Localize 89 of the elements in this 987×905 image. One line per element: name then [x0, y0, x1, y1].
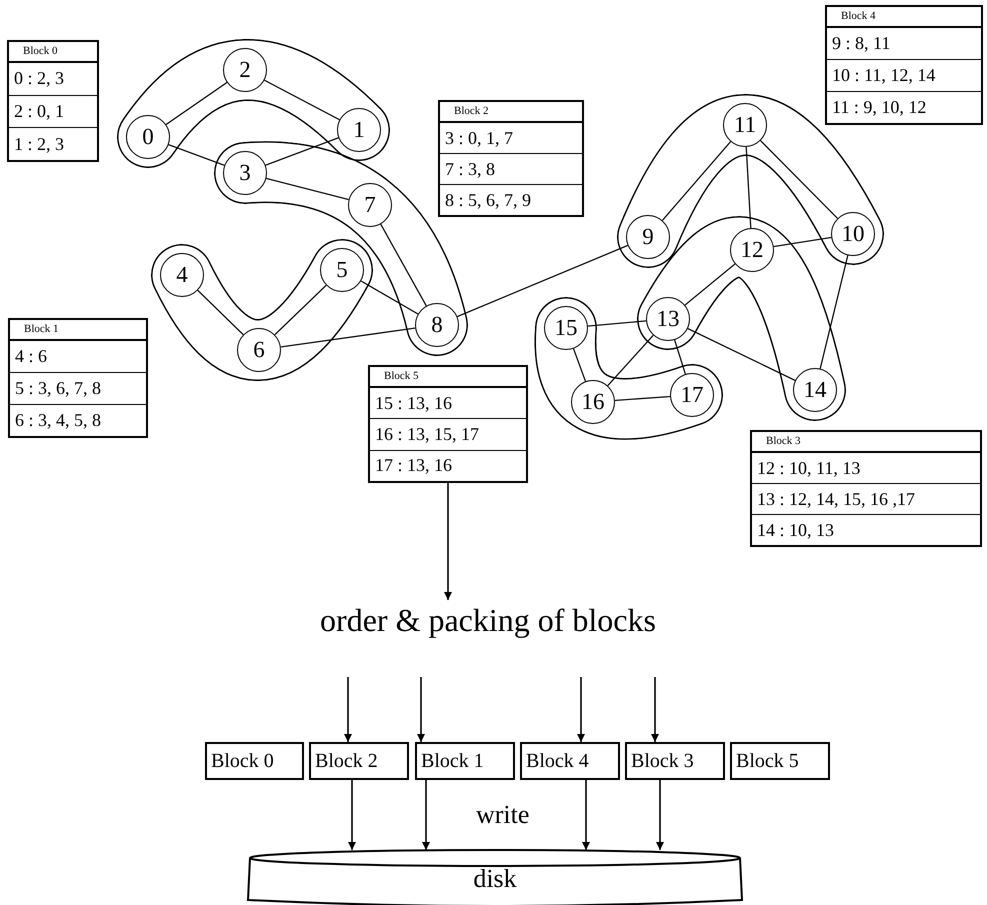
graph-vertex: 12 [730, 228, 774, 272]
graph-vertex: 15 [544, 306, 588, 350]
block-box: Block 4 [520, 742, 620, 780]
graph-vertex: 13 [646, 297, 690, 341]
arrow [444, 483, 452, 600]
graph-edge [684, 264, 736, 306]
adjacency-table [825, 5, 983, 125]
adjacency-row: 13 : 12, 14, 15, 16 ,17 [752, 483, 980, 514]
graph-edge [457, 244, 628, 318]
table-title: Block 2 [440, 102, 582, 123]
adjacency-table [7, 40, 99, 162]
adjacency-row: 10 : 11, 12, 14 [827, 59, 981, 91]
graph-edge [360, 280, 418, 314]
graph-edge [607, 334, 654, 386]
graph-vertex: 7 [348, 183, 392, 227]
graph-vertex: 14 [793, 368, 837, 412]
graph-edge [688, 328, 796, 381]
graph-edge [674, 340, 686, 374]
arrow [417, 677, 425, 742]
adjacency-row: 16 : 13, 15, 17 [370, 418, 526, 450]
disk-label: disk [473, 864, 517, 895]
graph-edge [265, 137, 339, 166]
graph-edge [266, 178, 349, 200]
graph-edge [264, 80, 340, 120]
adjacency-table [438, 100, 584, 217]
arrow [348, 780, 356, 850]
adjacency-row: 7 : 3, 8 [440, 153, 582, 184]
graph-vertex: 16 [571, 380, 615, 424]
adjacency-row: 6 : 3, 4, 5, 8 [10, 404, 146, 436]
arrow [344, 677, 352, 742]
graph-edge [760, 140, 838, 219]
adjacency-table [368, 365, 528, 483]
adjacency-row: 2 : 0, 1 [9, 94, 97, 128]
graph-edge [166, 82, 228, 125]
adjacency-table [750, 430, 982, 547]
table-title: Block 4 [827, 7, 981, 28]
block-box: Block 5 [730, 742, 830, 780]
graph-edge [588, 320, 646, 327]
graph-vertex: 6 [237, 328, 281, 372]
arrow [577, 677, 585, 742]
adjacency-row-text: 15 : 13, 16 [374, 392, 454, 415]
table-title: Block 3 [752, 432, 980, 453]
block-box: Block 1 [415, 742, 515, 780]
arrow [582, 780, 590, 850]
adjacency-row-text: 0 : 2, 3 [13, 67, 66, 90]
adjacency-row-text: 4 : 6 [14, 345, 48, 368]
adjacency-row-text: 9 : 8, 11 [831, 32, 892, 55]
adjacency-row-text: 12 : 10, 11, 13 [756, 456, 862, 480]
graph-edge [168, 144, 225, 166]
graph-vertex: 1 [337, 108, 381, 152]
graph-vertex: 0 [126, 115, 170, 159]
process-text: order & packing of blocks [300, 600, 676, 640]
arrow [422, 780, 430, 850]
block-box: Block 0 [205, 742, 304, 780]
graph-vertex: 5 [320, 248, 364, 292]
graph-vertex: 17 [670, 373, 714, 417]
table-title: Block 5 [370, 367, 526, 388]
graph-edge [380, 224, 427, 306]
adjacency-row: 8 : 5, 6, 7, 9 [440, 184, 582, 215]
graph-edge [774, 236, 832, 248]
graph-edge [614, 396, 670, 402]
graph-edge [820, 255, 848, 369]
graph-edge [572, 348, 586, 382]
graph-vertex: 4 [160, 253, 204, 297]
adjacency-row: 5 : 3, 6, 7, 8 [10, 372, 146, 404]
graph-edge [662, 141, 732, 221]
block-box: Block 2 [309, 742, 409, 780]
adjacency-table [8, 318, 148, 438]
graph-vertex: 9 [626, 215, 670, 259]
graph-vertex: 11 [723, 103, 767, 147]
adjacency-row: 17 : 13, 16 [370, 450, 526, 481]
table-title: Block 1 [10, 320, 146, 341]
adjacency-row: 1 : 2, 3 [9, 127, 97, 160]
adjacency-row: 14 : 10, 13 [752, 514, 980, 545]
graph-vertex: 8 [415, 303, 459, 347]
graph-edge [197, 290, 244, 336]
arrow [651, 677, 659, 742]
graph-vertex: 3 [223, 151, 267, 195]
table-title: Block 0 [9, 42, 97, 63]
graph-edge [746, 146, 752, 228]
adjacency-row: 11 : 9, 10, 12 [827, 91, 981, 123]
adjacency-row-text: 3 : 0, 1, 7 [444, 126, 514, 150]
graph-vertex: 2 [223, 48, 267, 92]
arrow [656, 780, 664, 850]
graph-edge [280, 327, 416, 348]
note-text: write [476, 800, 530, 830]
graph-edge [274, 284, 327, 336]
block-box: Block 3 [625, 742, 725, 780]
graph-vertex: 10 [831, 212, 875, 256]
